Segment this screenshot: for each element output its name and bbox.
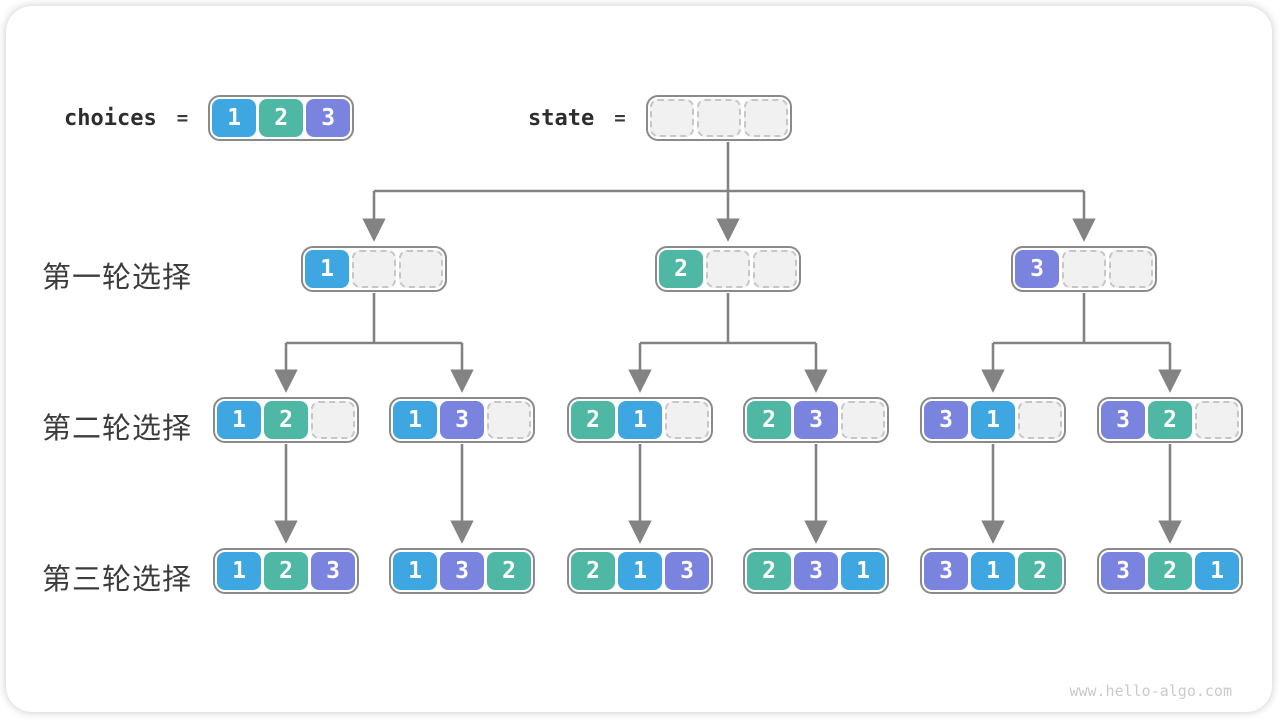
value-cell: 1 <box>971 552 1015 590</box>
value-cell: 3 <box>1101 552 1145 590</box>
value-cell: 1 <box>305 250 349 288</box>
value-cell: 1 <box>393 401 437 439</box>
value-cell: 1 <box>618 401 662 439</box>
state-equals-sign: = <box>614 107 626 129</box>
value-cell: 3 <box>665 552 709 590</box>
empty-cell <box>753 250 797 288</box>
row-label-round-3: 第三轮选择 <box>42 564 193 596</box>
value-cell: 1 <box>841 552 885 590</box>
value-cell: 3 <box>1101 401 1145 439</box>
value-cell: 1 <box>971 401 1015 439</box>
row-label-round-2: 第二轮选择 <box>42 413 193 445</box>
state-node-r1-2: 2 <box>655 246 801 292</box>
value-cell: 3 <box>1015 250 1059 288</box>
value-cell: 2 <box>571 401 615 439</box>
value-cell: 2 <box>1018 552 1062 590</box>
state-header: state = <box>528 95 792 141</box>
empty-cell <box>1195 401 1239 439</box>
value-cell: 2 <box>487 552 531 590</box>
value-cell: 3 <box>440 552 484 590</box>
value-cell: 3 <box>924 552 968 590</box>
value-cell: 3 <box>794 401 838 439</box>
value-cell: 3 <box>794 552 838 590</box>
value-cell: 2 <box>1148 552 1192 590</box>
value-cell: 2 <box>747 401 791 439</box>
choices-label: choices <box>64 105 157 131</box>
value-cell: 3 <box>311 552 355 590</box>
value-cell: 1 <box>217 401 261 439</box>
choices-equals-sign: = <box>176 107 189 129</box>
empty-cell <box>1109 250 1153 288</box>
value-cell: 1 <box>1195 552 1239 590</box>
value-cell: 3 <box>306 99 351 137</box>
value-cell: 3 <box>440 401 484 439</box>
empty-cell <box>399 250 443 288</box>
value-cell: 3 <box>924 401 968 439</box>
empty-cell <box>1018 401 1062 439</box>
watermark: www.hello-algo.com <box>1069 682 1232 700</box>
state-label: state <box>528 105 595 131</box>
value-cell: 1 <box>217 552 261 590</box>
state-node-r1-1: 1 <box>301 246 447 292</box>
empty-cell <box>696 99 741 137</box>
empty-cell <box>706 250 750 288</box>
value-cell: 2 <box>264 401 308 439</box>
state-array-box <box>645 95 792 141</box>
value-cell: 2 <box>571 552 615 590</box>
empty-cell <box>352 250 396 288</box>
value-cell: 2 <box>264 552 308 590</box>
value-cell: 1 <box>212 99 257 137</box>
empty-cell <box>743 99 788 137</box>
value-cell: 1 <box>618 552 662 590</box>
value-cell: 1 <box>393 552 437 590</box>
empty-cell <box>487 401 531 439</box>
row-label-round-1: 第一轮选择 <box>42 262 193 294</box>
value-cell: 2 <box>259 99 304 137</box>
empty-cell <box>841 401 885 439</box>
state-node-r1-3: 3 <box>1011 246 1157 292</box>
value-cell: 2 <box>659 250 703 288</box>
value-cell: 2 <box>1148 401 1192 439</box>
value-cell: 2 <box>747 552 791 590</box>
empty-cell <box>649 99 694 137</box>
empty-cell <box>665 401 709 439</box>
empty-cell <box>1062 250 1106 288</box>
empty-cell <box>311 401 355 439</box>
